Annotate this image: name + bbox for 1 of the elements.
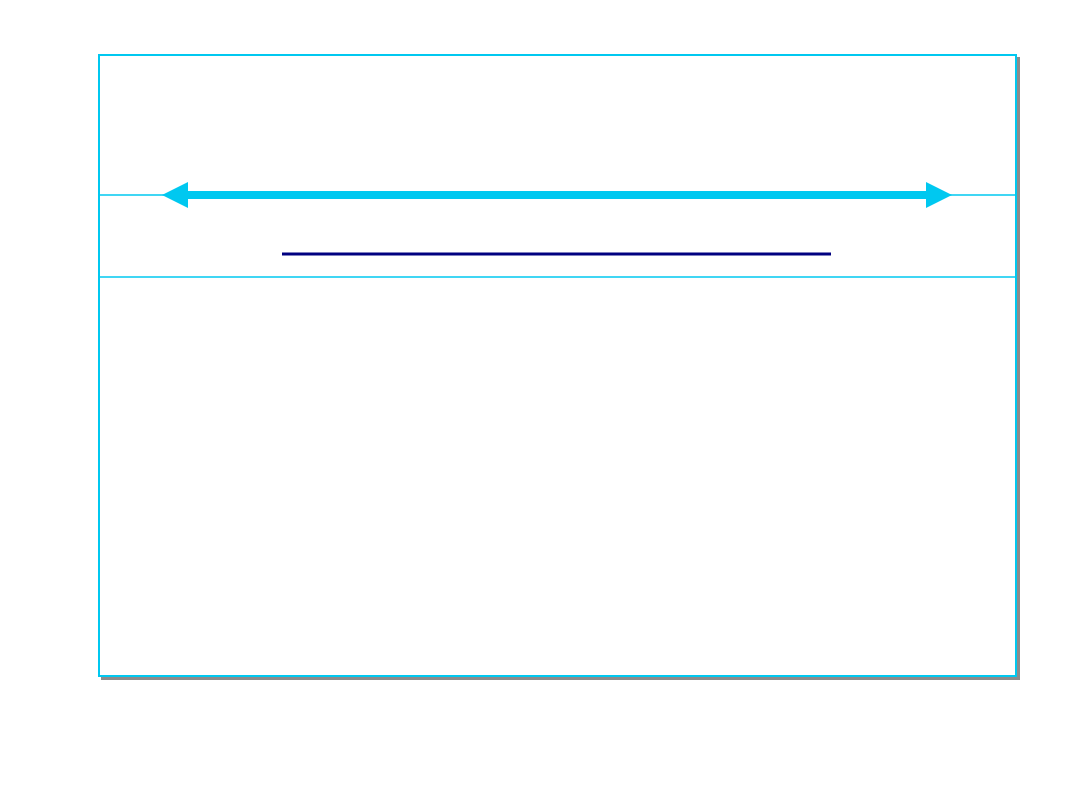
frame-box <box>98 54 1017 677</box>
